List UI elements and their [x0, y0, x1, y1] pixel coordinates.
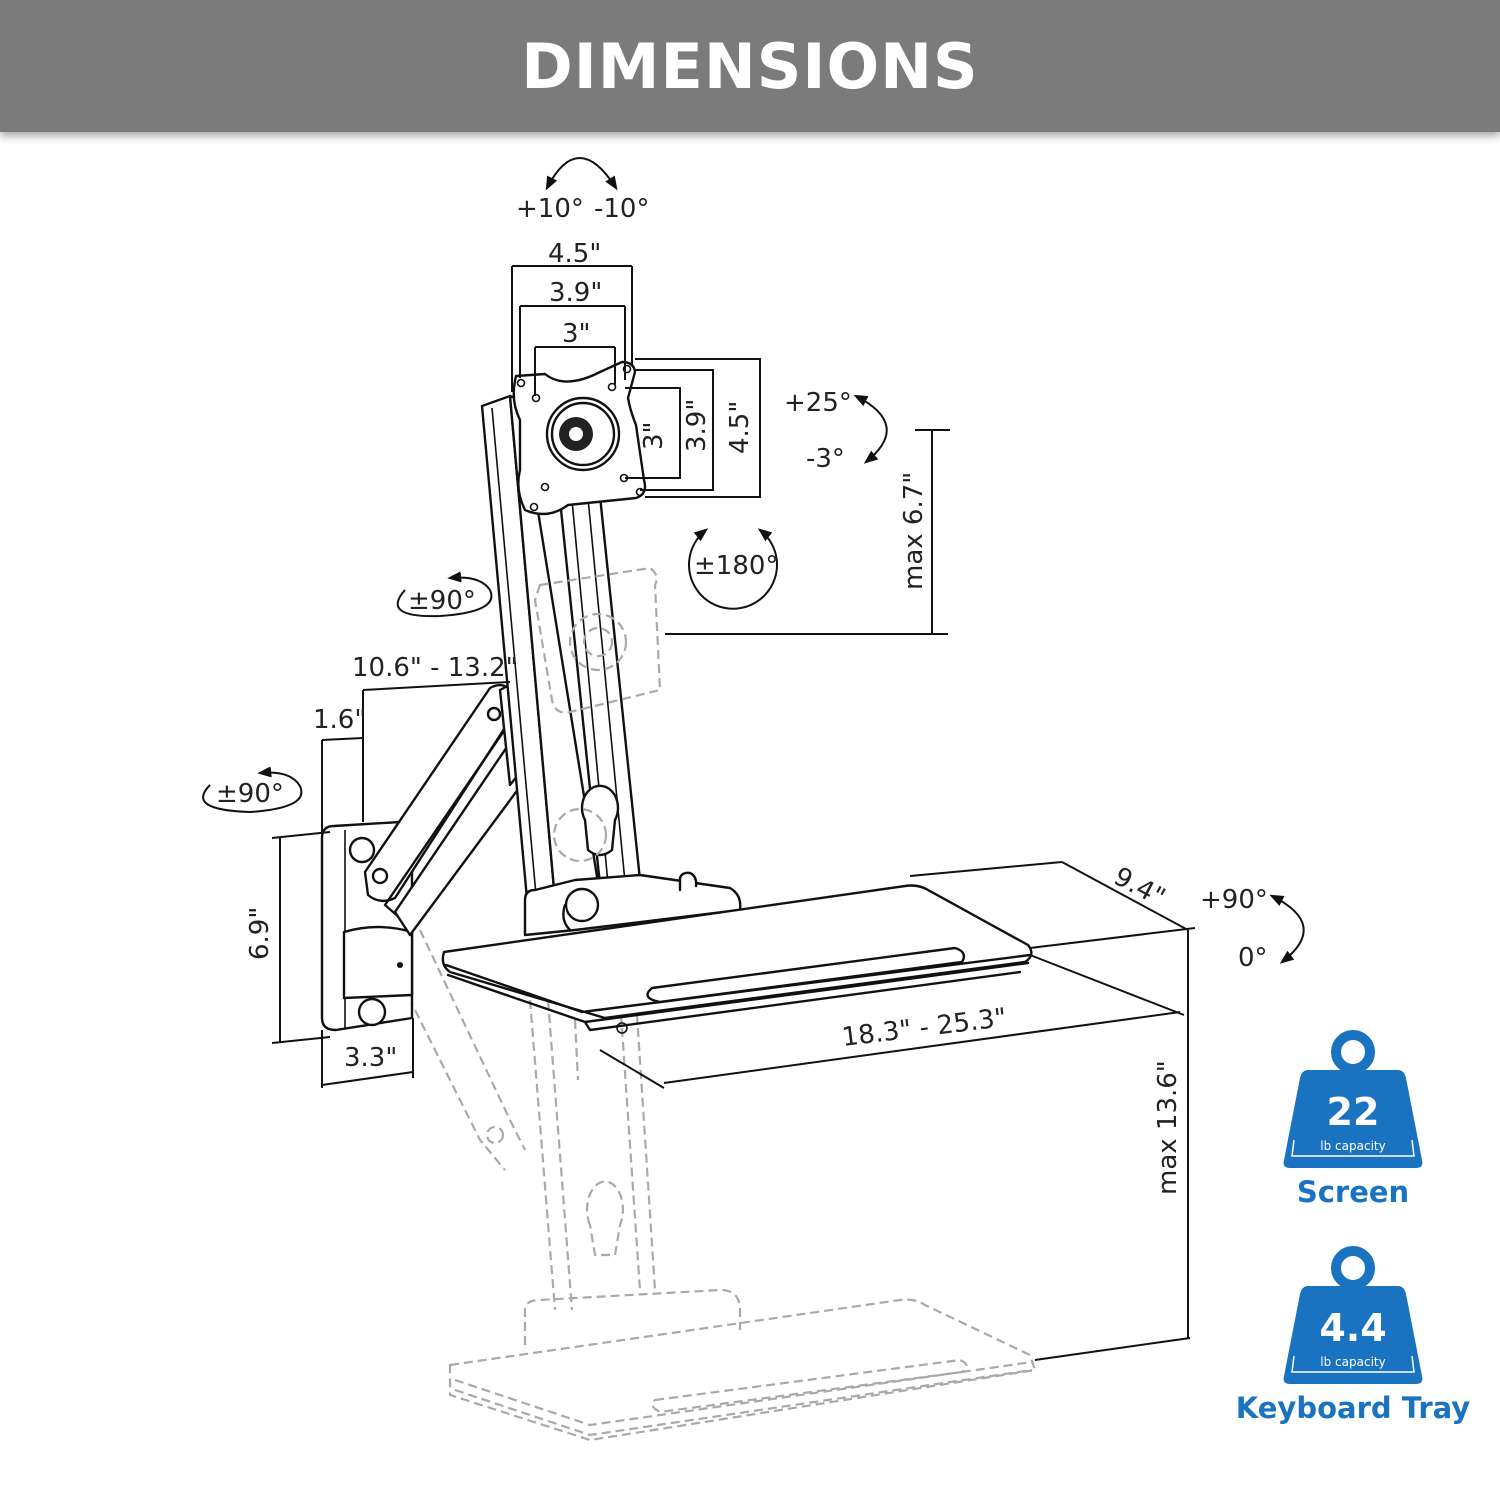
label-vesa-h-39: 3.9": [549, 278, 602, 308]
label-max-67: max 6.7": [899, 472, 929, 590]
page-title: DIMENSIONS: [521, 29, 979, 103]
label-arm-swivel-90: ±90°: [408, 586, 476, 616]
gas-spring-arm: [363, 680, 527, 937]
weight-icon: 22 lb capacity: [1283, 1030, 1423, 1168]
label-arm-extension: 10.6" - 13.2": [352, 653, 518, 683]
wall-plate: [320, 820, 414, 1032]
label-tilt-plus10: +10°: [516, 194, 584, 224]
keyboard-tray-capacity-unit: lb capacity: [1320, 1355, 1385, 1369]
rotation-arrows: [202, 157, 1305, 964]
label-vesa-v-39: 3.9": [682, 399, 712, 452]
tray-tilt-arrow-icon: [1269, 894, 1305, 964]
ghost-lowered-position: [389, 929, 1037, 1442]
screen-capacity-unit: lb capacity: [1320, 1139, 1385, 1153]
wall-swivel-arrow-icon: [202, 766, 303, 814]
keyboard-tray-capacity-badge: 4.4 lb capacity Keyboard Tray: [1236, 1244, 1470, 1425]
label-tray-tilt-plus90: +90°: [1200, 885, 1268, 915]
label-tray-width: 18.3" - 25.3": [840, 1003, 1008, 1053]
rotate-180-arrow-icon: [688, 528, 778, 610]
screen-capacity-badge: 22 lb capacity Screen: [1253, 1028, 1453, 1209]
header-banner: DIMENSIONS: [0, 0, 1500, 132]
label-tray-tilt-0: 0°: [1238, 943, 1268, 973]
label-wall-swivel-90: ±90°: [216, 779, 284, 809]
tray-hinge: [523, 871, 742, 937]
label-wall-width: 3.3": [344, 1043, 397, 1073]
dimension-lines: [271, 265, 1196, 1361]
label-vesa-h-3: 3": [562, 319, 591, 349]
keyboard-tray: [441, 884, 1033, 1034]
label-rotate-180: ±180°: [694, 551, 778, 581]
screen-capacity-caption: Screen: [1296, 1175, 1410, 1209]
tilt-sideways-arrow-icon: [545, 157, 618, 191]
keyboard-tray-capacity-caption: Keyboard Tray: [1235, 1391, 1471, 1425]
weight-icon: 4.4 lb capacity: [1283, 1246, 1423, 1384]
keyboard-tray-capacity-value: 4.4: [1319, 1306, 1386, 1350]
tilt-arrow-icon: [853, 394, 888, 464]
arm-swivel-arrow-icon: [396, 571, 493, 618]
label-vesa-h-45: 4.5": [548, 239, 601, 269]
label-wall-height: 6.9": [245, 907, 275, 960]
label-tray-depth: 9.4": [1109, 862, 1170, 914]
dimension-labels: +10° -10° 4.5" 3.9" 3" 3" 3.9" 4.5" +25°…: [216, 194, 1268, 1195]
label-tilt-minus10: -10°: [594, 194, 649, 224]
label-max-136: max 13.6": [1153, 1060, 1183, 1195]
label-vesa-v-45: 4.5": [725, 401, 755, 454]
screen-capacity-value: 22: [1327, 1090, 1380, 1134]
label-arm-offset: 1.6": [313, 705, 366, 735]
vesa-mount-plate: [512, 360, 647, 516]
label-vesa-v-3: 3": [639, 421, 669, 450]
label-tilt-minus3: -3°: [806, 444, 845, 474]
label-tilt-plus25: +25°: [784, 388, 852, 418]
